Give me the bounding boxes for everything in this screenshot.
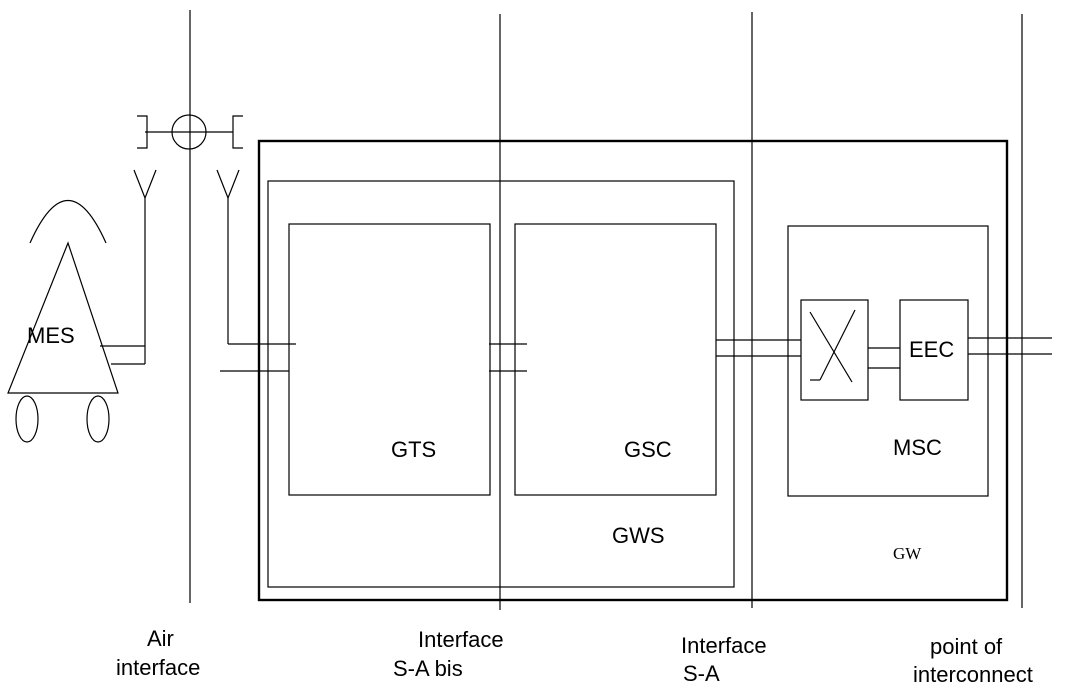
sa-bis-label-1: Interface — [418, 627, 504, 652]
poi-label-1: point of — [930, 634, 1003, 659]
mes-label: MES — [27, 323, 75, 348]
sa-label-2: S-A — [683, 661, 720, 686]
gsc-box — [515, 224, 716, 495]
mes-antenna-icon — [134, 170, 156, 364]
gts-box — [289, 224, 490, 495]
mes-terminal: MES — [8, 201, 118, 443]
eec-label: EEC — [909, 337, 954, 362]
sa-bis-label-2: S-A bis — [393, 656, 463, 681]
gws-label: GWS — [612, 523, 665, 548]
air-interface-label-1: Air — [147, 626, 174, 651]
gw-label: GW — [893, 544, 922, 563]
mes-wheel-right — [87, 396, 109, 442]
mes-wheel-left — [16, 396, 38, 442]
air-interface-label-2: interface — [116, 655, 200, 680]
gsc-label: GSC — [624, 437, 672, 462]
mes-triangle — [8, 243, 118, 393]
sa-label-1: Interface — [681, 633, 767, 658]
poi-label-2: interconnect — [913, 662, 1033, 687]
mes-dish-arc — [30, 201, 106, 244]
gts-label: GTS — [391, 437, 436, 462]
gts-antenna-icon — [217, 170, 239, 344]
msc-box — [788, 226, 988, 496]
msc-label: MSC — [893, 435, 942, 460]
switch-icon — [801, 300, 868, 400]
